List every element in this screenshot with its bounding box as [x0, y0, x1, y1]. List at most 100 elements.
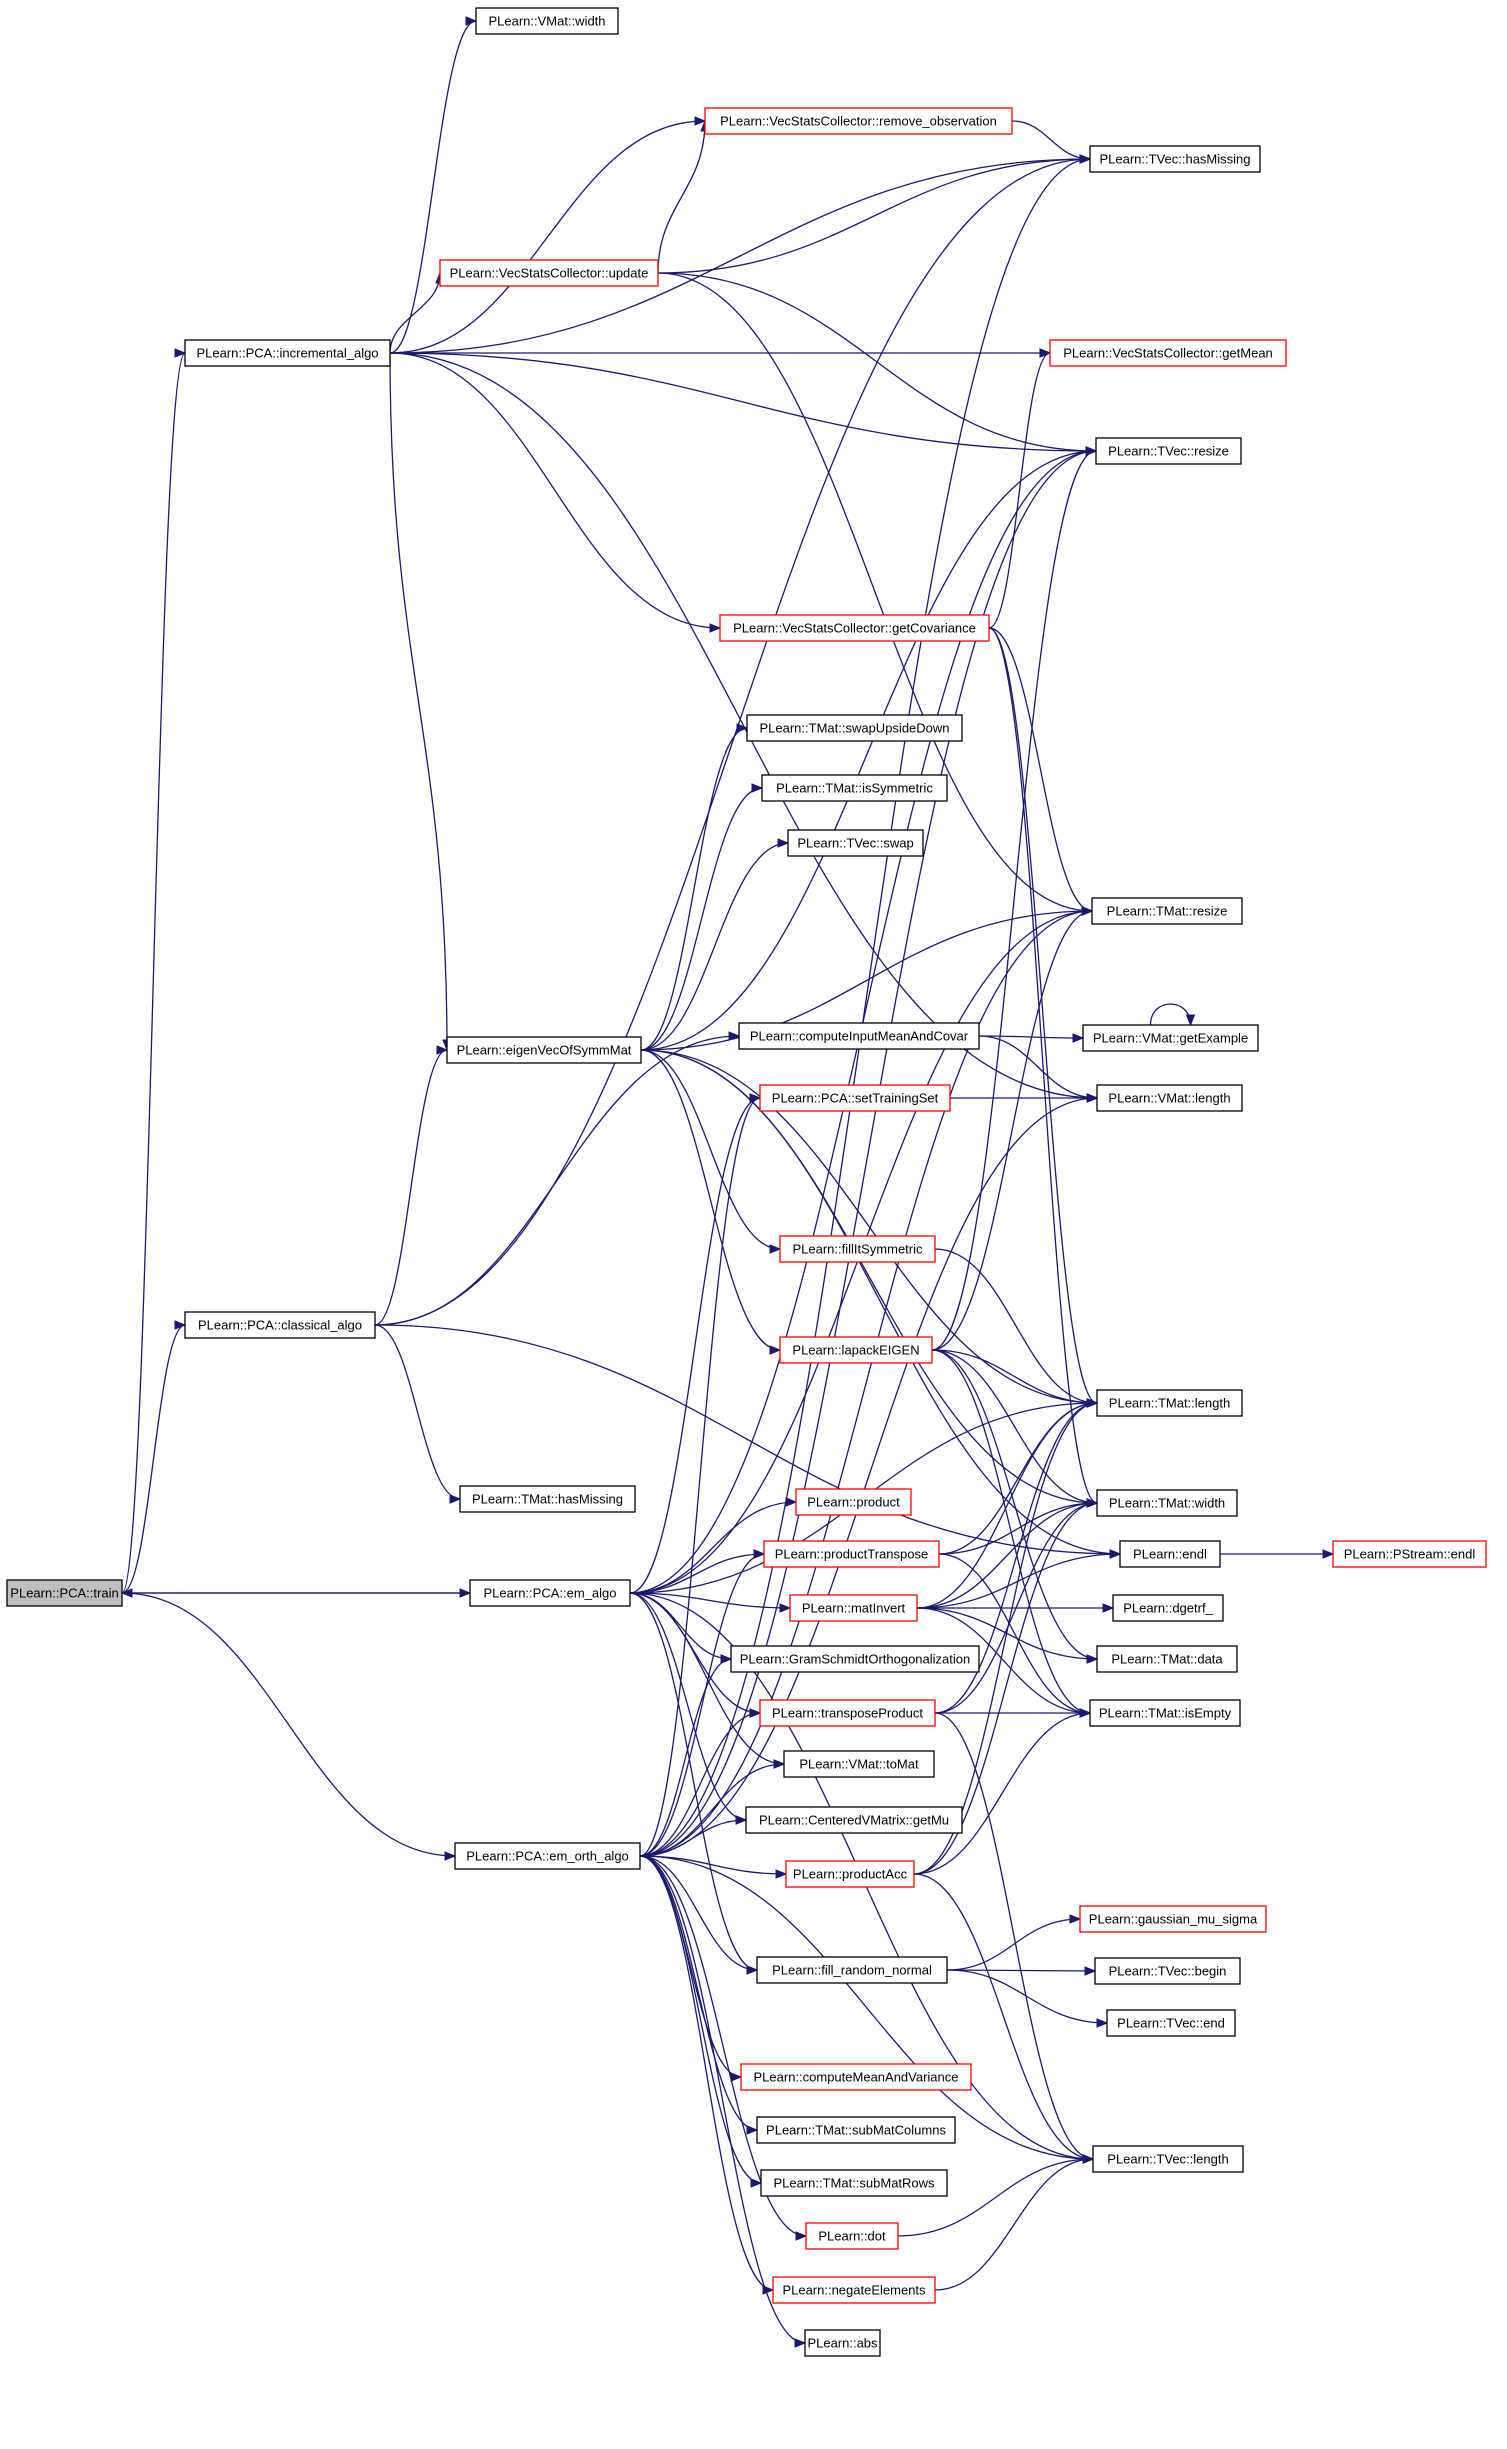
node-box-classical[interactable]: [184, 1311, 376, 1339]
node-box-tomat[interactable]: [783, 1750, 935, 1778]
node-tomat[interactable]: PLearn::VMat::toMat: [783, 1750, 935, 1778]
node-box-negate[interactable]: [772, 2276, 936, 2304]
node-lapack[interactable]: PLearn::lapackEIGEN: [779, 1336, 933, 1364]
node-hasmissing[interactable]: PLearn::TVec::hasMissing: [1089, 145, 1261, 173]
node-train[interactable]: PLearn::PCA::train: [6, 1579, 123, 1607]
node-tvecresize[interactable]: PLearn::TVec::resize: [1095, 437, 1242, 465]
node-product[interactable]: PLearn::product: [795, 1488, 912, 1516]
node-box-transprod[interactable]: [759, 1699, 936, 1727]
node-matinvert[interactable]: PLearn::matInvert: [789, 1594, 918, 1622]
node-tmatisempty[interactable]: PLearn::TMat::isEmpty: [1089, 1699, 1241, 1727]
node-box-eigen[interactable]: [446, 1036, 642, 1064]
node-getexample[interactable]: PLearn::VMat::getExample: [1082, 1024, 1259, 1052]
node-box-lapack[interactable]: [779, 1336, 933, 1364]
node-issym[interactable]: PLearn::TMat::isSymmetric: [761, 774, 948, 802]
node-negate[interactable]: PLearn::negateElements: [772, 2276, 936, 2304]
node-box-fillsym[interactable]: [779, 1235, 936, 1263]
node-box-tmatwidth[interactable]: [1096, 1489, 1238, 1517]
node-tmatdata[interactable]: PLearn::TMat::data: [1096, 1645, 1238, 1673]
node-box-train[interactable]: [6, 1579, 123, 1607]
node-cmav[interactable]: PLearn::computeMeanAndVariance: [740, 2063, 972, 2091]
node-endl[interactable]: PLearn::endl: [1119, 1540, 1221, 1568]
node-box-endl[interactable]: [1119, 1540, 1221, 1568]
node-prodacc[interactable]: PLearn::productAcc: [785, 1860, 915, 1888]
node-getmean[interactable]: PLearn::VecStatsCollector::getMean: [1049, 339, 1287, 367]
node-box-dgetrf[interactable]: [1112, 1594, 1224, 1622]
node-tveclength[interactable]: PLearn::TVec::length: [1092, 2145, 1244, 2173]
node-box-getmu[interactable]: [745, 1806, 963, 1834]
node-box-settrain[interactable]: [759, 1084, 951, 1112]
node-box-swapud[interactable]: [746, 714, 963, 742]
node-box-getmean[interactable]: [1049, 339, 1287, 367]
node-dot[interactable]: PLearn::dot: [805, 2222, 899, 2250]
node-settrain[interactable]: PLearn::PCA::setTrainingSet: [759, 1084, 951, 1112]
node-cimc[interactable]: PLearn::computeInputMeanAndCovar: [738, 1022, 980, 1050]
node-pstreamendl[interactable]: PLearn::PStream::endl: [1332, 1540, 1487, 1568]
node-getmu[interactable]: PLearn::CenteredVMatrix::getMu: [745, 1806, 963, 1834]
node-tvecswap[interactable]: PLearn::TVec::swap: [787, 829, 924, 857]
node-box-abs[interactable]: [804, 2329, 881, 2357]
node-box-matinvert[interactable]: [789, 1594, 918, 1622]
node-vmatlength[interactable]: PLearn::VMat::length: [1096, 1084, 1243, 1112]
node-gaussian[interactable]: PLearn::gaussian_mu_sigma: [1079, 1905, 1267, 1933]
node-box-hasmissing[interactable]: [1089, 145, 1261, 173]
node-transprod[interactable]: PLearn::transposeProduct: [759, 1699, 936, 1727]
node-fillrandom[interactable]: PLearn::fill_random_normal: [756, 1956, 948, 1984]
node-emalgo[interactable]: PLearn::PCA::em_algo: [469, 1579, 631, 1607]
node-box-submatrows[interactable]: [760, 2169, 948, 2197]
node-tvecend[interactable]: PLearn::TVec::end: [1106, 2009, 1236, 2037]
node-box-cimc[interactable]: [738, 1022, 980, 1050]
node-box-tmatdata[interactable]: [1096, 1645, 1238, 1673]
node-box-tmathasmissing[interactable]: [459, 1485, 636, 1513]
node-box-dot[interactable]: [805, 2222, 899, 2250]
node-box-tvecend[interactable]: [1106, 2009, 1236, 2037]
node-box-tmatresize[interactable]: [1091, 897, 1243, 925]
node-submatrows[interactable]: PLearn::TMat::subMatRows: [760, 2169, 948, 2197]
node-box-gaussian[interactable]: [1079, 1905, 1267, 1933]
node-box-removeobs[interactable]: [704, 107, 1013, 135]
node-update[interactable]: PLearn::VecStatsCollector::update: [439, 259, 659, 287]
node-getcov[interactable]: PLearn::VecStatsCollector::getCovariance: [719, 614, 990, 642]
node-tmatwidth[interactable]: PLearn::TMat::width: [1096, 1489, 1238, 1517]
node-box-tvecresize[interactable]: [1095, 437, 1242, 465]
node-gso[interactable]: PLearn::GramSchmidtOrthogonalization: [730, 1645, 980, 1673]
node-eigen[interactable]: PLearn::eigenVecOfSymmMat: [446, 1036, 642, 1064]
node-box-tvecbegin[interactable]: [1094, 1957, 1241, 1985]
node-box-prodacc[interactable]: [785, 1860, 915, 1888]
node-box-incremental[interactable]: [184, 339, 391, 367]
node-box-tvecswap[interactable]: [787, 829, 924, 857]
node-tmathasmissing[interactable]: PLearn::TMat::hasMissing: [459, 1485, 636, 1513]
node-classical[interactable]: PLearn::PCA::classical_algo: [184, 1311, 376, 1339]
node-box-update[interactable]: [439, 259, 659, 287]
node-box-emalgo[interactable]: [469, 1579, 631, 1607]
node-box-tveclength[interactable]: [1092, 2145, 1244, 2173]
node-box-getcov[interactable]: [719, 614, 990, 642]
node-box-product[interactable]: [795, 1488, 912, 1516]
node-emorth[interactable]: PLearn::PCA::em_orth_algo: [454, 1842, 641, 1870]
node-box-tmatisempty[interactable]: [1089, 1699, 1241, 1727]
node-box-producttr[interactable]: [763, 1540, 940, 1568]
node-tmatlength[interactable]: PLearn::TMat::length: [1096, 1389, 1243, 1417]
node-box-submatcols[interactable]: [756, 2116, 956, 2144]
node-fillsym[interactable]: PLearn::fillItSymmetric: [779, 1235, 936, 1263]
node-tvecbegin[interactable]: PLearn::TVec::begin: [1094, 1957, 1241, 1985]
node-abs[interactable]: PLearn::abs: [804, 2329, 881, 2357]
node-box-vmatlength[interactable]: [1096, 1084, 1243, 1112]
node-producttr[interactable]: PLearn::productTranspose: [763, 1540, 940, 1568]
node-box-fillrandom[interactable]: [756, 1956, 948, 1984]
node-tmatresize[interactable]: PLearn::TMat::resize: [1091, 897, 1243, 925]
node-swapud[interactable]: PLearn::TMat::swapUpsideDown: [746, 714, 963, 742]
node-vmatwidth[interactable]: PLearn::VMat::width: [475, 7, 619, 35]
node-incremental[interactable]: PLearn::PCA::incremental_algo: [184, 339, 391, 367]
node-box-issym[interactable]: [761, 774, 948, 802]
node-removeobs[interactable]: PLearn::VecStatsCollector::remove_observ…: [704, 107, 1013, 135]
node-box-vmatwidth[interactable]: [475, 7, 619, 35]
node-dgetrf[interactable]: PLearn::dgetrf_: [1112, 1594, 1224, 1622]
node-box-getexample[interactable]: [1082, 1024, 1259, 1052]
node-box-pstreamendl[interactable]: [1332, 1540, 1487, 1568]
node-box-gso[interactable]: [730, 1645, 980, 1673]
node-box-cmav[interactable]: [740, 2063, 972, 2091]
node-submatcols[interactable]: PLearn::TMat::subMatColumns: [756, 2116, 956, 2144]
node-box-emorth[interactable]: [454, 1842, 641, 1870]
node-box-tmatlength[interactable]: [1096, 1389, 1243, 1417]
